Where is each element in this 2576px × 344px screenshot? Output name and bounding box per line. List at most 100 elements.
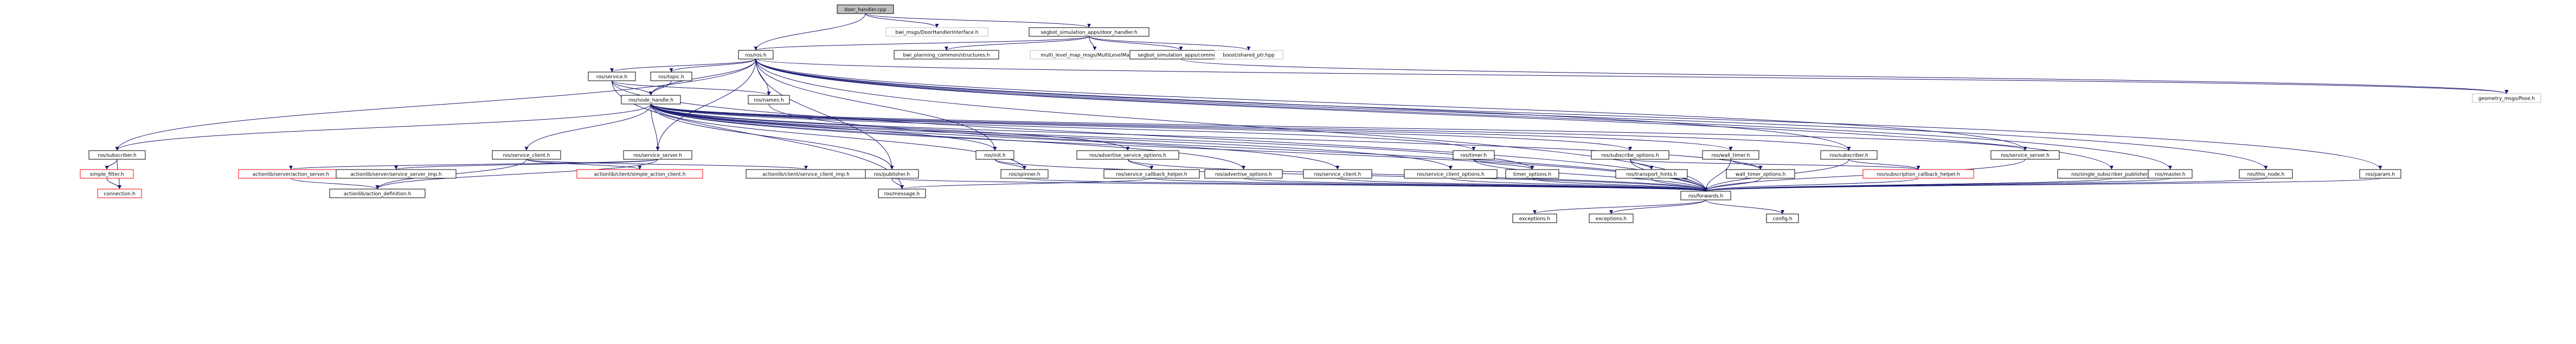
node-label: wall_timer_options.h	[1736, 172, 1786, 178]
edge-timer-to-timer_opts	[1473, 159, 1534, 170]
node-exceptions_l[interactable]: exceptions.h	[1512, 213, 1557, 223]
node-shared_ptr: boost/shared_ptr.hpp	[1214, 50, 1283, 60]
node-actionlib_sac[interactable]: actionlib/client/simple_action_client.h	[576, 169, 703, 179]
node-subscriber_r[interactable]: ros/subscriber.h	[88, 150, 146, 160]
node-label: actionlib/server/service_server_imp.h	[350, 172, 441, 178]
node-service_h[interactable]: ros/service.h	[588, 72, 636, 81]
node-init[interactable]: ros/init.h	[975, 150, 1014, 160]
node-box	[621, 95, 681, 105]
node-box	[1303, 169, 1372, 179]
edge-spinner-to-forwards	[1024, 178, 1707, 192]
node-label: multi_level_map_msgs/MultiLevelMapData.h	[1040, 53, 1149, 59]
node-box	[748, 95, 790, 105]
node-actionlib_def[interactable]: actionlib/action_definition.h	[329, 189, 426, 198]
node-label: segbot_simulation_apps/common.h	[1138, 53, 1224, 59]
edge-root-to-seg_door	[865, 13, 1091, 28]
node-box	[2239, 169, 2293, 179]
edge-sub_cb_helper-to-forwards	[1704, 178, 1919, 192]
node-wall_timer_opts[interactable]: wall_timer_options.h	[1726, 169, 1795, 179]
node-exceptions_r[interactable]: exceptions.h	[1589, 213, 1634, 223]
edge-svc_cb_helper-to-message	[900, 178, 1152, 190]
node-timer_opts[interactable]: timer_options.h	[1505, 169, 1559, 179]
node-root: door_handler.cpp	[837, 4, 894, 14]
edge-ros_h-to-service_server_r	[656, 59, 756, 151]
node-message[interactable]: ros/message.h	[878, 189, 926, 198]
node-node_handle[interactable]: ros/node_handle.h	[621, 95, 681, 105]
node-names_h[interactable]: ros/names.h	[748, 95, 790, 105]
node-spinner[interactable]: ros/spinner.h	[1000, 169, 1049, 179]
node-actionlib_server[interactable]: actionlib/server/action_server.h	[238, 169, 344, 179]
node-wall_timer[interactable]: ros/wall_timer.h	[1702, 150, 1759, 160]
node-service_client_r[interactable]: ros/service_client.h	[492, 150, 561, 160]
edge-node_handle-to-subscriber_r	[115, 103, 651, 151]
edge-ros_h-to-topic_h	[669, 59, 756, 73]
node-label: connection.h	[104, 192, 135, 197]
node-box	[837, 4, 894, 14]
node-seg_door[interactable]: segbot_simulation_apps/door_handler.h	[1029, 27, 1149, 37]
node-label: ros/param.h	[2366, 172, 2395, 178]
edge-node_handle-to-service_server_r	[651, 103, 660, 151]
node-svc_cb_helper[interactable]: ros/service_callback_helper.h	[1103, 169, 1200, 179]
node-box	[1453, 150, 1495, 160]
node-param[interactable]: ros/param.h	[2359, 169, 2401, 179]
node-service_server_m[interactable]: ros/service_server.h	[1990, 150, 2060, 160]
node-box	[1029, 27, 1149, 37]
node-subscriber_m[interactable]: ros/subscriber.h	[1820, 150, 1878, 160]
node-box	[1214, 50, 1283, 60]
edge-service_client_r-to-actionlib_sac	[526, 159, 642, 170]
node-box	[1512, 213, 1557, 223]
node-actionlib_ssi[interactable]: actionlib/server/service_server_imp.h	[336, 169, 457, 179]
edge-root-to-bwi_door	[865, 13, 939, 28]
node-box	[738, 50, 774, 60]
node-sub_opts[interactable]: ros/subscribe_options.h	[1591, 150, 1669, 160]
edge-node_handle-to-wall_timer_opts	[651, 103, 1763, 170]
edge-ros_h-to-master	[755, 59, 2172, 170]
node-label: bwi_planning_common/structures.h	[903, 53, 990, 59]
node-adv_svc_opts[interactable]: ros/advertise_service_options.h	[1076, 150, 1179, 160]
edge-adv_opts-to-forwards	[1243, 178, 1707, 192]
node-actionlib_sci[interactable]: actionlib/client/service_client_imp.h	[746, 169, 866, 179]
edge-ros_h-to-publisher	[755, 59, 894, 170]
node-service_client_m[interactable]: ros/service_client.h	[1303, 169, 1372, 179]
edge-seg_door-to-ros_h	[754, 36, 1089, 51]
edge-simple_filter-to-connection	[106, 178, 121, 190]
edge-service_client_m-to-forwards	[1337, 178, 1708, 192]
node-box	[1204, 169, 1283, 179]
node-topic_h[interactable]: ros/topic.h	[650, 72, 692, 81]
node-simple_filter[interactable]: simple_filter.h	[80, 169, 134, 179]
edge-node_handle-to-service_server_m	[651, 103, 2027, 151]
node-box	[88, 150, 146, 160]
node-box	[97, 189, 142, 198]
node-box	[1680, 191, 1731, 200]
node-label: ros/wall_timer.h	[1712, 153, 1750, 159]
node-bwi_door: bwi_msgs/DoorHandlerInterface.h	[885, 27, 988, 37]
node-label: ros/master.h	[2155, 172, 2185, 178]
node-transport_hints[interactable]: ros/transport_hints.h	[1615, 169, 1688, 179]
edge-node_handle-to-publisher	[651, 103, 894, 170]
node-label: actionlib/server/action_server.h	[253, 172, 329, 178]
node-connection[interactable]: connection.h	[97, 189, 142, 198]
node-master[interactable]: ros/master.h	[2148, 169, 2193, 179]
edge-node_handle-to-init	[651, 103, 997, 151]
node-bwi_plan[interactable]: bwi_planning_common/structures.h	[894, 50, 999, 60]
node-config[interactable]: config.h	[1766, 213, 1799, 223]
edge-seg_common-to-geom_pose	[1180, 59, 2508, 94]
edge-wall_timer-to-wall_timer_opts	[1730, 159, 1763, 170]
node-timer[interactable]: ros/timer.h	[1453, 150, 1495, 160]
node-service_server_r[interactable]: ros/service_server.h	[623, 150, 692, 160]
node-svc_client_opts[interactable]: ros/service_client_options.h	[1404, 169, 1498, 179]
node-label: ros/advertise_service_options.h	[1089, 153, 1166, 159]
node-label: ros/spinner.h	[1008, 172, 1040, 178]
node-publisher[interactable]: ros/publisher.h	[865, 169, 919, 179]
node-adv_opts[interactable]: ros/advertise_options.h	[1204, 169, 1283, 179]
edge-forwards-to-exceptions_r	[1609, 199, 1706, 215]
edge-node_handle-to-spinner	[651, 103, 1026, 170]
node-forwards[interactable]: ros/forwards.h	[1680, 191, 1731, 200]
edge-node_handle-to-sub_opts	[651, 103, 1632, 151]
node-label: ros/service.h	[596, 75, 628, 80]
node-this_node[interactable]: ros/this_node.h	[2239, 169, 2293, 179]
node-label: segbot_simulation_apps/door_handler.h	[1040, 30, 1137, 36]
node-label: ros/timer.h	[1461, 153, 1487, 159]
node-ros_h[interactable]: ros/ros.h	[738, 50, 774, 60]
node-sub_cb_helper[interactable]: ros/subscription_callback_helper.h	[1862, 169, 1974, 179]
